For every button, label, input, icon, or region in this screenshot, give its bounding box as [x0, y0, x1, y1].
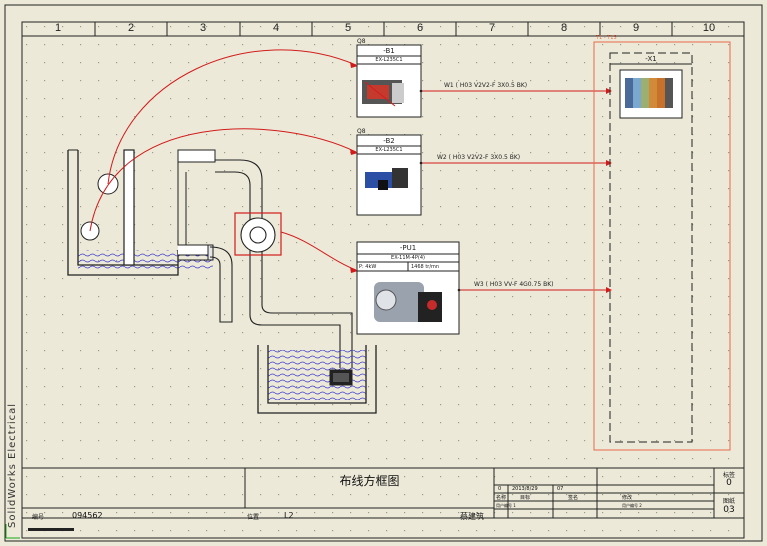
- device-pu1: [356, 241, 460, 335]
- device-b1-sup: Q8: [357, 38, 366, 45]
- origin-marker: [5, 524, 20, 539]
- drawing-title: 布线方框图: [339, 474, 400, 488]
- rev-index: 0: [498, 486, 502, 492]
- device-pu1-part: EX-11M-4P(4): [391, 255, 425, 261]
- page-value: 03: [723, 505, 735, 515]
- device-b1: [356, 44, 422, 118]
- device-b1-part: EX-L235C1: [375, 57, 403, 63]
- column-number: 9: [632, 22, 640, 34]
- location-label: 位置: [247, 514, 260, 521]
- column-number: 7: [488, 22, 496, 34]
- column-number: 6: [416, 22, 424, 34]
- number-label: 编号: [32, 514, 45, 521]
- header-modify: 修改: [622, 495, 633, 501]
- column-number: 2: [127, 22, 135, 34]
- device-b2-tag[interactable]: -B2: [383, 137, 395, 145]
- device-pu1-tag[interactable]: -PU1: [399, 244, 417, 252]
- signature-1: 用户编号 1: [496, 503, 516, 508]
- column-number: 10: [702, 22, 716, 34]
- number-value: 094562: [72, 511, 103, 520]
- pipework: [209, 159, 353, 368]
- wire-label-w1[interactable]: W1 ( H03 V2V2-F 3X0.5 BK): [444, 82, 528, 89]
- leader-lines: [89, 49, 357, 271]
- column-number: 4: [272, 22, 280, 34]
- terminal-x1-tag[interactable]: -X1: [645, 55, 657, 63]
- column-number: 5: [344, 22, 352, 34]
- side-brand-text: SolidWorks Electrical: [7, 402, 19, 529]
- header-author: 签名: [568, 495, 579, 501]
- device-b1-tag[interactable]: -B1: [383, 47, 395, 55]
- page-label: 图纸: [722, 498, 735, 505]
- device-b2: [356, 134, 422, 216]
- device-b2-sup: Q8: [357, 128, 366, 135]
- header-target: 目标: [520, 495, 531, 501]
- designer-name: 蔡建筑: [460, 512, 484, 521]
- wire-label-w2[interactable]: W2 ( H03 V2V2-F 3X0.5 BK): [437, 154, 521, 161]
- tank-right: [257, 345, 377, 414]
- sheet-value: 0: [726, 478, 732, 488]
- header-name: 名称: [496, 495, 507, 501]
- column-number: 1: [54, 22, 62, 34]
- device-pu1-power: P: 4kW: [359, 264, 377, 270]
- title-block: [21, 467, 745, 539]
- signature-2: 用户编号 2: [622, 503, 642, 508]
- rev-date: 2013/8/29: [512, 486, 538, 492]
- rev-note: 07: [557, 486, 564, 492]
- wire-lines: [421, 90, 610, 291]
- wire-label-w3[interactable]: W3 ( H03 VV-F 4G0.75 BK): [474, 281, 554, 288]
- device-b2-part: EX-L235C1: [375, 147, 403, 153]
- column-number: 8: [560, 22, 568, 34]
- terminal-x1: [593, 41, 731, 451]
- column-number: 3: [199, 22, 207, 34]
- sheet-label: 标签: [722, 472, 735, 479]
- terminal-frame-label: T1 - T15: [596, 35, 617, 41]
- location-value: L2: [284, 511, 294, 520]
- device-pu1-speed: 1468 tr/mn: [411, 264, 440, 270]
